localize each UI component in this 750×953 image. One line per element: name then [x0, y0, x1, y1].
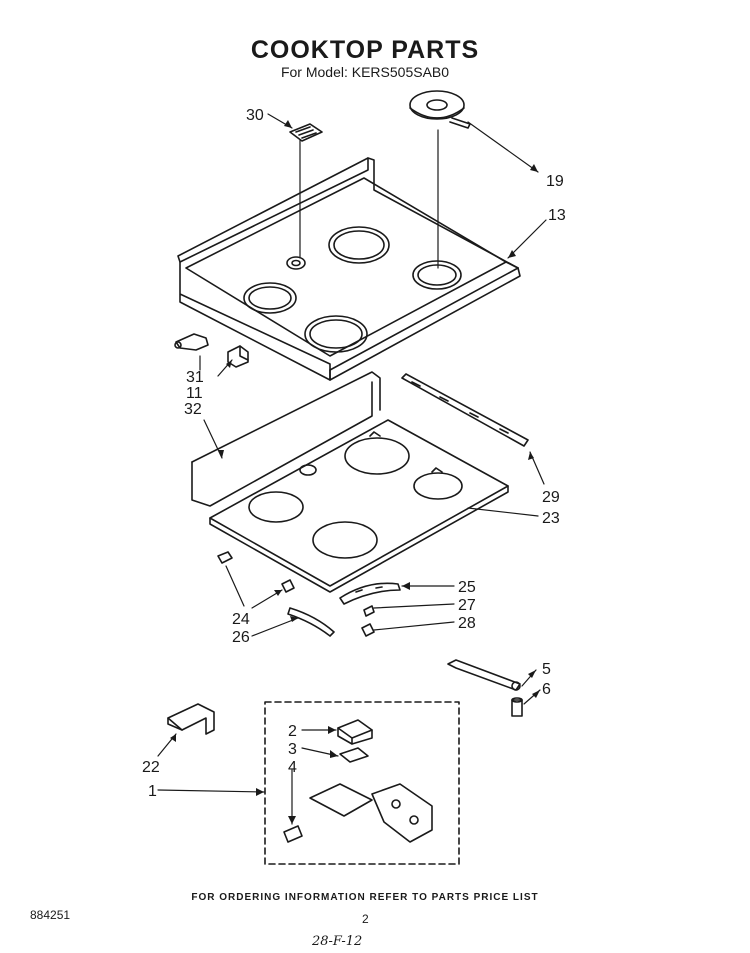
document-number: 884251: [30, 908, 71, 922]
callout-25: 25: [458, 579, 476, 596]
callout-27: 27: [458, 597, 476, 614]
rod-5: [447, 659, 521, 691]
callout-5: 5: [542, 661, 551, 678]
callout-22: 22: [142, 759, 160, 776]
callout-31: 31: [186, 369, 204, 386]
leader-arrows: [170, 120, 540, 824]
cooktop-13: [177, 157, 521, 381]
pin-6: [511, 697, 523, 717]
callout-13: 13: [548, 207, 566, 224]
callout-4: 4: [288, 759, 297, 776]
bracket-31: [174, 333, 209, 351]
callout-2: 2: [288, 723, 297, 740]
switch-2: [337, 719, 373, 745]
callout-6: 6: [542, 681, 551, 698]
page-number: 2: [362, 912, 369, 926]
plate-3: [339, 747, 369, 763]
callout-26: 26: [232, 629, 250, 646]
harness-assembly: [309, 783, 433, 843]
burner-box-23: [191, 371, 509, 593]
ordering-info-note: FOR ORDERING INFORMATION REFER TO PARTS …: [191, 892, 539, 903]
kit-box-1: [264, 701, 460, 865]
trim-strip-29: [401, 373, 529, 447]
callout-30: 30: [246, 107, 264, 124]
page-title: COOKTOP PARTS: [250, 36, 480, 64]
handwritten-note: 28-F-12: [312, 934, 363, 949]
nut-28: [361, 623, 375, 637]
leader-lines: [157, 113, 547, 825]
callout-28: 28: [458, 615, 476, 632]
clip-11: [227, 345, 249, 368]
vent-grille-30: [289, 123, 323, 142]
callout-11: 11: [186, 385, 203, 402]
bracket-26: [287, 607, 335, 637]
callout-32: 32: [184, 401, 202, 418]
washer-27: [363, 605, 375, 617]
stud-24: [217, 551, 295, 593]
label-4: [283, 825, 303, 843]
callout-23: 23: [542, 510, 560, 527]
surface-element-19: [409, 90, 471, 129]
callout-29: 29: [542, 489, 560, 506]
callout-1: 1: [148, 783, 157, 800]
model-subtitle: For Model: KERS505SAB0: [280, 64, 450, 80]
callout-3: 3: [288, 741, 297, 758]
callout-24: 24: [232, 611, 250, 628]
callout-19: 19: [546, 173, 564, 190]
bracket-25: [339, 582, 401, 605]
bracket-22: [167, 703, 215, 735]
